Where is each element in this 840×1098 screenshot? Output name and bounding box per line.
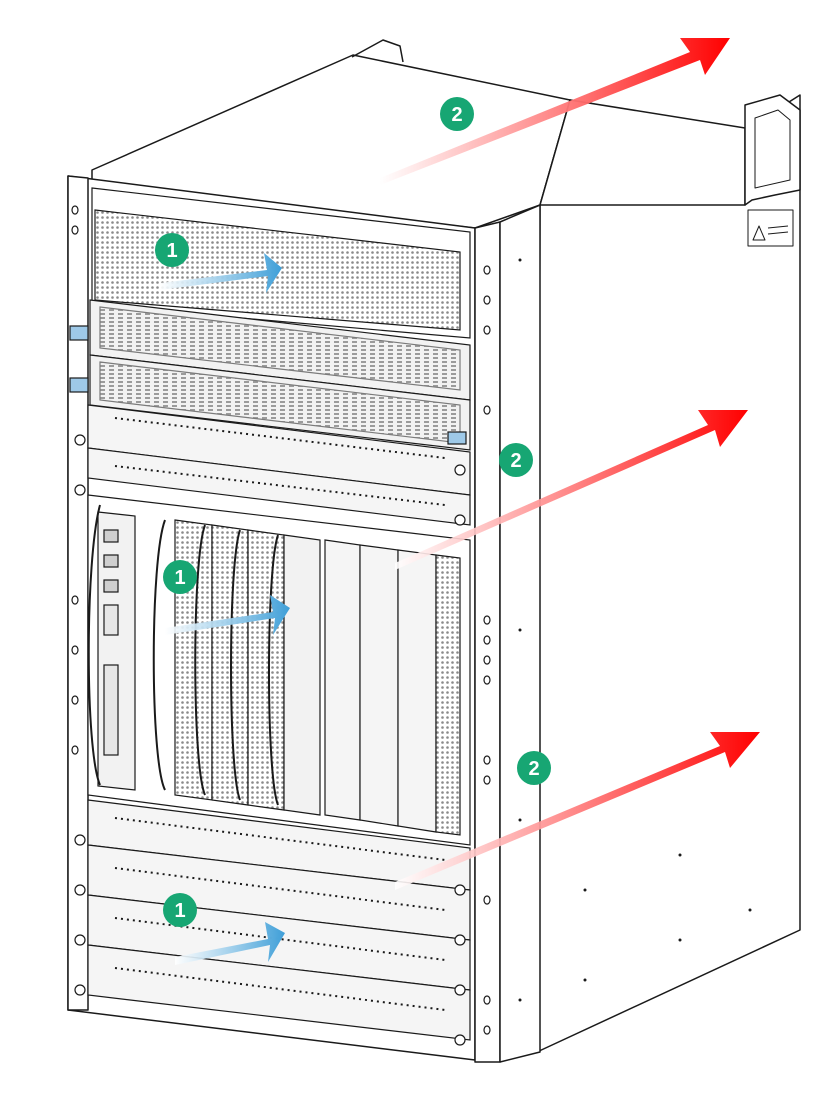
svg-text:1: 1 xyxy=(174,567,185,589)
exhaust-arrow-top xyxy=(380,38,730,185)
callout-intake-middle: 1 xyxy=(163,560,197,594)
right-mount-rail xyxy=(474,221,501,1063)
fabric-card-2 xyxy=(211,524,249,806)
side-rivets xyxy=(518,258,752,1002)
thumbscrews xyxy=(74,434,466,1046)
fabric-card-4 xyxy=(283,534,321,816)
mesh-slot xyxy=(435,554,461,836)
svg-text:2: 2 xyxy=(510,450,521,472)
side-handle xyxy=(744,94,801,206)
intake-arrow-top xyxy=(160,253,282,293)
exhaust-arrow-bottom xyxy=(395,732,760,890)
line-card-2 xyxy=(69,354,471,451)
callout-exhaust-middle: 2 xyxy=(499,443,533,477)
blank-slot-2 xyxy=(359,544,399,827)
callout-intake-top: 1 xyxy=(155,233,189,267)
chassis-rear-top xyxy=(539,99,746,206)
rail-holes xyxy=(71,205,491,1035)
svg-text:2: 2 xyxy=(451,104,462,126)
intake-arrow-middle xyxy=(165,595,290,635)
intake-arrow-bottom xyxy=(175,922,285,965)
blank-slot-3 xyxy=(397,549,437,833)
top-handle xyxy=(351,39,404,63)
exhaust-arrow-middle xyxy=(395,410,748,570)
callout-intake-bottom: 1 xyxy=(163,893,197,927)
svg-text:2: 2 xyxy=(528,758,539,780)
blank-slot-1 xyxy=(324,539,361,821)
fabric-card-3 xyxy=(247,529,285,811)
callout-exhaust-top: 2 xyxy=(440,97,474,131)
line-card-1 xyxy=(69,299,471,401)
svg-text:1: 1 xyxy=(174,900,185,922)
card-cage xyxy=(87,494,471,846)
callout-exhaust-bottom: 2 xyxy=(517,751,551,785)
svg-text:1: 1 xyxy=(166,240,177,262)
blank-panels-upper xyxy=(87,404,471,526)
